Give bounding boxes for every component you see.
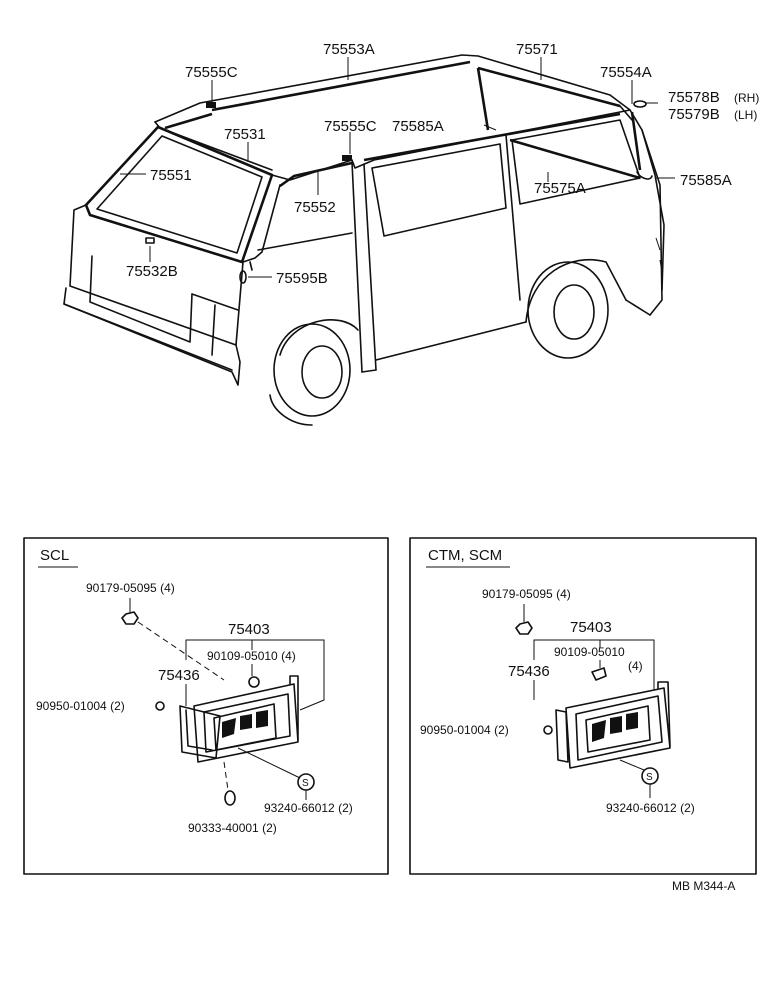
label-75571: 75571 bbox=[516, 41, 558, 58]
label-75552: 75552 bbox=[294, 199, 336, 216]
label-75555c-b: 75555C bbox=[324, 118, 377, 135]
label-75595b: 75595B bbox=[276, 270, 328, 287]
scl-s-mark: S bbox=[302, 778, 309, 789]
end-cap-75578b-icon bbox=[633, 100, 647, 108]
ctm-assy-label: 75403 bbox=[570, 619, 612, 636]
label-75579b: 75579B bbox=[668, 106, 720, 123]
label-75532b: 75532B bbox=[126, 263, 178, 280]
scl-nut-icon bbox=[155, 701, 165, 711]
scl-screw-icon bbox=[248, 676, 260, 688]
scl-bolt-label: 90179-05095 (4) bbox=[86, 581, 175, 595]
scl-nut-label: 90950-01004 (2) bbox=[36, 699, 125, 713]
ctm-retainer-label: 75436 bbox=[508, 663, 550, 680]
scl-assy-label: 75403 bbox=[228, 621, 270, 638]
clip-75555c-roof-icon bbox=[206, 102, 216, 108]
ctm-screw-icon bbox=[591, 667, 607, 681]
label-75555c-a: 75555C bbox=[185, 64, 238, 81]
van-illustration bbox=[63, 54, 665, 426]
diagram-code: MB M344-A bbox=[672, 879, 735, 893]
scl-plate-panel-icon bbox=[179, 675, 299, 763]
scl-detail-box: SCL 90179-05095 (4) 75403 90109-05010 (4… bbox=[23, 537, 389, 875]
ctm-bolt-icon bbox=[515, 621, 533, 635]
scl-title: SCL bbox=[40, 547, 69, 564]
ctm-nut-label: 90950-01004 (2) bbox=[420, 723, 509, 737]
label-75585a-b: 75585A bbox=[680, 172, 732, 189]
ctm-scm-detail-box: CTM, SCM 90179-05095 (4) 75403 90109-050… bbox=[409, 537, 757, 875]
ctm-title: CTM, SCM bbox=[428, 547, 502, 564]
label-75578b: 75578B bbox=[668, 89, 720, 106]
scl-cap-label: 90333-40001 (2) bbox=[188, 821, 277, 835]
label-75531: 75531 bbox=[224, 126, 266, 143]
ctm-screw-qty: (4) bbox=[628, 659, 643, 673]
ctm-bolt-label: 90179-05095 (4) bbox=[482, 587, 571, 601]
scl-screw-label: 90109-05010 (4) bbox=[207, 649, 296, 663]
label-75585a-a: 75585A bbox=[392, 118, 444, 135]
label-lh: (LH) bbox=[734, 108, 757, 122]
label-75575a: 75575A bbox=[534, 180, 586, 197]
end-cap-75585a-icon bbox=[636, 171, 653, 180]
label-rh: (RH) bbox=[734, 91, 759, 105]
top-leader-lines bbox=[120, 57, 675, 278]
clip-75555c-pillar-icon bbox=[342, 155, 352, 161]
label-75551: 75551 bbox=[150, 167, 192, 184]
scl-bolt-icon bbox=[121, 611, 139, 625]
ctm-nut-icon bbox=[543, 725, 553, 735]
scl-cap-icon bbox=[224, 790, 236, 806]
ctm-plate-panel-icon bbox=[555, 681, 671, 769]
ctm-clip-label: 93240-66012 (2) bbox=[606, 801, 695, 815]
grommet-75595b-icon bbox=[239, 270, 247, 284]
ctm-s-mark: S bbox=[646, 772, 653, 783]
scl-clip-label: 93240-66012 (2) bbox=[264, 801, 353, 815]
label-75553a: 75553A bbox=[323, 41, 375, 58]
top-labels: 75555C 75553A 75571 75554A 75578B (RH) 7… bbox=[126, 41, 759, 287]
scl-retainer-label: 75436 bbox=[158, 667, 200, 684]
label-75554a: 75554A bbox=[600, 64, 652, 81]
ctm-screw-label: 90109-05010 bbox=[554, 645, 625, 659]
